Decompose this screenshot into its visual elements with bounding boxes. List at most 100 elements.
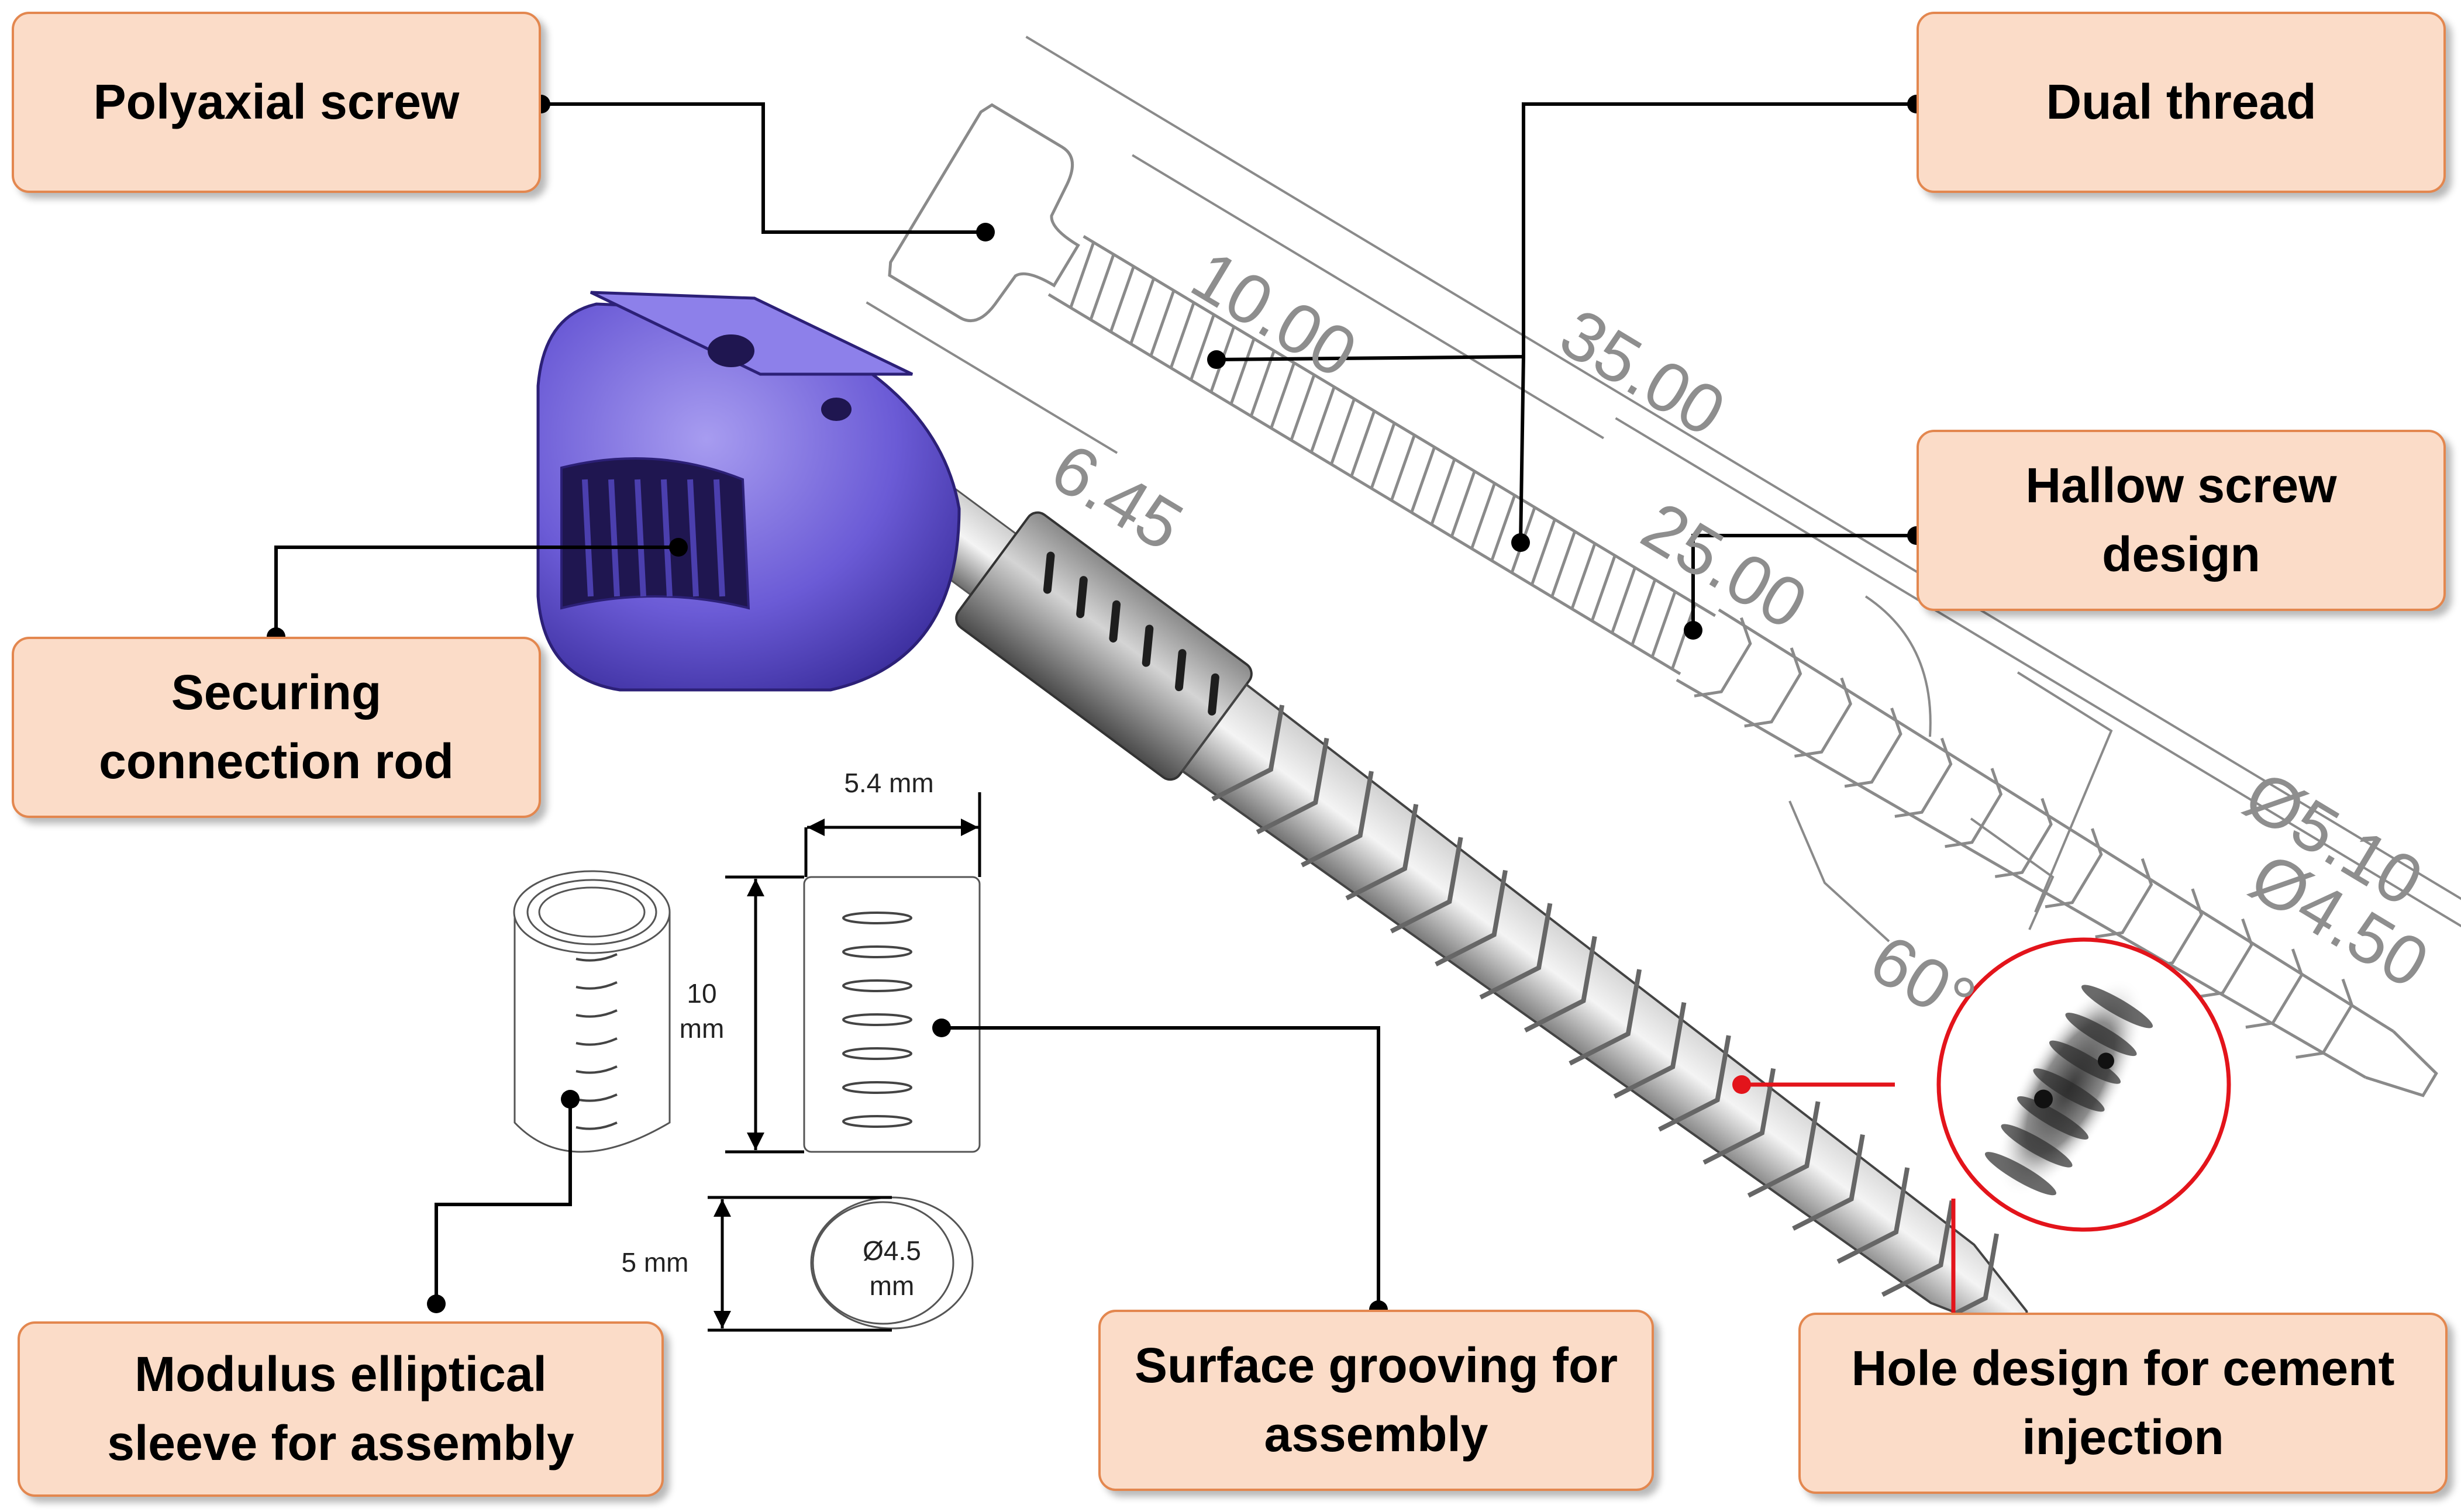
- sleeve-groove: [1076, 576, 1088, 619]
- cad-fine-thread: [1149, 290, 1176, 357]
- cad-fine-thread: [1109, 265, 1135, 333]
- shank-thread: [1702, 1068, 1776, 1165]
- callout-securing-rod: Securing connection rod: [12, 637, 541, 818]
- cad-fine-thread: [1169, 302, 1195, 369]
- cad-coarse-thread: [2045, 828, 2103, 909]
- shank-thread: [1747, 1101, 1821, 1198]
- slot-thread: [687, 479, 699, 597]
- zoom-thread: [2065, 1013, 2137, 1057]
- front-groove: [842, 1013, 912, 1026]
- cad-fine-thread: [1410, 446, 1436, 513]
- sleeve-diameter-num: Ø4.5: [863, 1235, 921, 1266]
- shank-thread: [1301, 771, 1374, 868]
- leader-polyaxial: [541, 102, 985, 234]
- shank-thread: [1345, 803, 1419, 900]
- shank-thread: [1569, 969, 1642, 1066]
- cad-dual-thread: [1047, 235, 1717, 675]
- cad-fine-thread: [1309, 386, 1336, 453]
- leader-lines: [274, 102, 1917, 1310]
- sleeve-groove: [1174, 649, 1187, 692]
- slot-thread: [635, 479, 646, 597]
- shank-thread: [1792, 1134, 1865, 1231]
- cad-screw-head: [888, 103, 1080, 323]
- leader-sleeve: [435, 1099, 572, 1304]
- sleeve-groove: [1208, 673, 1219, 716]
- cad-fine-thread: [1089, 254, 1115, 320]
- sleeve-dimension-lines: [708, 792, 981, 1332]
- shank-thread: [1658, 1035, 1731, 1132]
- shank-thread: [1256, 737, 1329, 834]
- leader-securing: [274, 546, 678, 637]
- cad-coarse-thread: [2295, 978, 2354, 1059]
- iso-groove: [575, 1121, 618, 1130]
- front-groove: [842, 945, 912, 958]
- zoom-thread: [2033, 1068, 2105, 1112]
- cad-coarse-thread: [1844, 707, 1902, 788]
- cad-coarse-thread: [1994, 798, 2053, 878]
- cad-fine-thread: [1530, 519, 1556, 585]
- callout-polyaxial-screw: Polyaxial screw: [12, 12, 541, 193]
- cad-fine-thread: [1631, 579, 1657, 645]
- sleeve-height-num: 10: [687, 978, 717, 1009]
- front-groove: [842, 912, 912, 924]
- cad-coarse-thread: [1794, 677, 1852, 758]
- front-groove: [842, 1047, 912, 1060]
- cad-fine-thread: [1069, 241, 1095, 309]
- shank-thread: [1836, 1167, 1910, 1264]
- cad-coarse-thread: [1694, 617, 1752, 698]
- cad-fine-thread: [1550, 531, 1577, 598]
- zoom-thread: [2049, 1040, 2121, 1084]
- cad-fine-thread: [1670, 603, 1697, 670]
- shank-thread: [1211, 705, 1285, 802]
- sleeve-height-unit: mm: [679, 1013, 725, 1044]
- cad-fine-thread: [1249, 350, 1276, 417]
- iso-groove: [575, 1065, 618, 1074]
- slot-thread: [661, 479, 673, 597]
- cad-fine-thread: [1590, 555, 1616, 622]
- zoom-detail: [1732, 937, 2231, 1316]
- iso-groove: [575, 1037, 618, 1046]
- callout-hole-design: Hole design for cement injection: [1798, 1313, 2448, 1494]
- cad-coarse-thread: [1894, 737, 1953, 818]
- sleeve-end: [810, 1196, 974, 1330]
- cad-fine-thread: [1190, 314, 1215, 381]
- cad-fine-thread: [1330, 398, 1356, 465]
- cad-fine-thread: [1611, 567, 1636, 634]
- shank-thread: [1479, 903, 1553, 1000]
- sleeve-groove: [1043, 551, 1055, 594]
- iso-groove: [575, 1093, 618, 1102]
- callout-surface-grooving: Surface grooving for assembly: [1098, 1310, 1654, 1491]
- callout-sleeve: Modulus elliptical sleeve for assembly: [18, 1321, 664, 1497]
- sleeve-height-label: 10 mm: [673, 976, 731, 1047]
- sleeve-iso: [513, 870, 671, 1153]
- leader-grooving: [942, 1026, 1380, 1310]
- cad-fine-thread: [1470, 482, 1496, 550]
- sleeve-front: [803, 876, 981, 1153]
- shank-thread: [1524, 935, 1597, 1033]
- sleeve-diameter-unit: mm: [869, 1270, 915, 1301]
- leader-hallow: [1691, 534, 1917, 630]
- cad-fine-thread: [1370, 422, 1396, 489]
- cad-fine-thread: [1270, 362, 1296, 429]
- slot-thread: [714, 479, 725, 597]
- main-screw: [536, 291, 2029, 1335]
- sleeve-drawings: [513, 870, 981, 1330]
- callout-hallow-screw: Hallow screw design: [1917, 430, 2446, 611]
- slot-thread: [608, 479, 620, 597]
- shank-thread: [1881, 1200, 1955, 1297]
- shank-thread: [1613, 1002, 1687, 1099]
- front-groove: [842, 1081, 912, 1094]
- zoom-thread: [1984, 1152, 2057, 1196]
- shank-thread: [1390, 837, 1463, 934]
- cad-cement-thread: [1676, 608, 2438, 1097]
- sleeve-width-label: 5.4 mm: [844, 768, 934, 798]
- cad-coarse-thread: [1744, 647, 1802, 728]
- cad-coarse-thread: [1945, 768, 2003, 848]
- cad-fine-thread: [1490, 495, 1516, 561]
- cad-fine-thread: [1229, 338, 1256, 405]
- shank-thread: [1435, 869, 1508, 966]
- cad-fine-thread: [1390, 434, 1416, 501]
- zoom-thread: [2017, 1096, 2089, 1140]
- iso-groove: [575, 1009, 618, 1018]
- front-groove: [842, 979, 912, 992]
